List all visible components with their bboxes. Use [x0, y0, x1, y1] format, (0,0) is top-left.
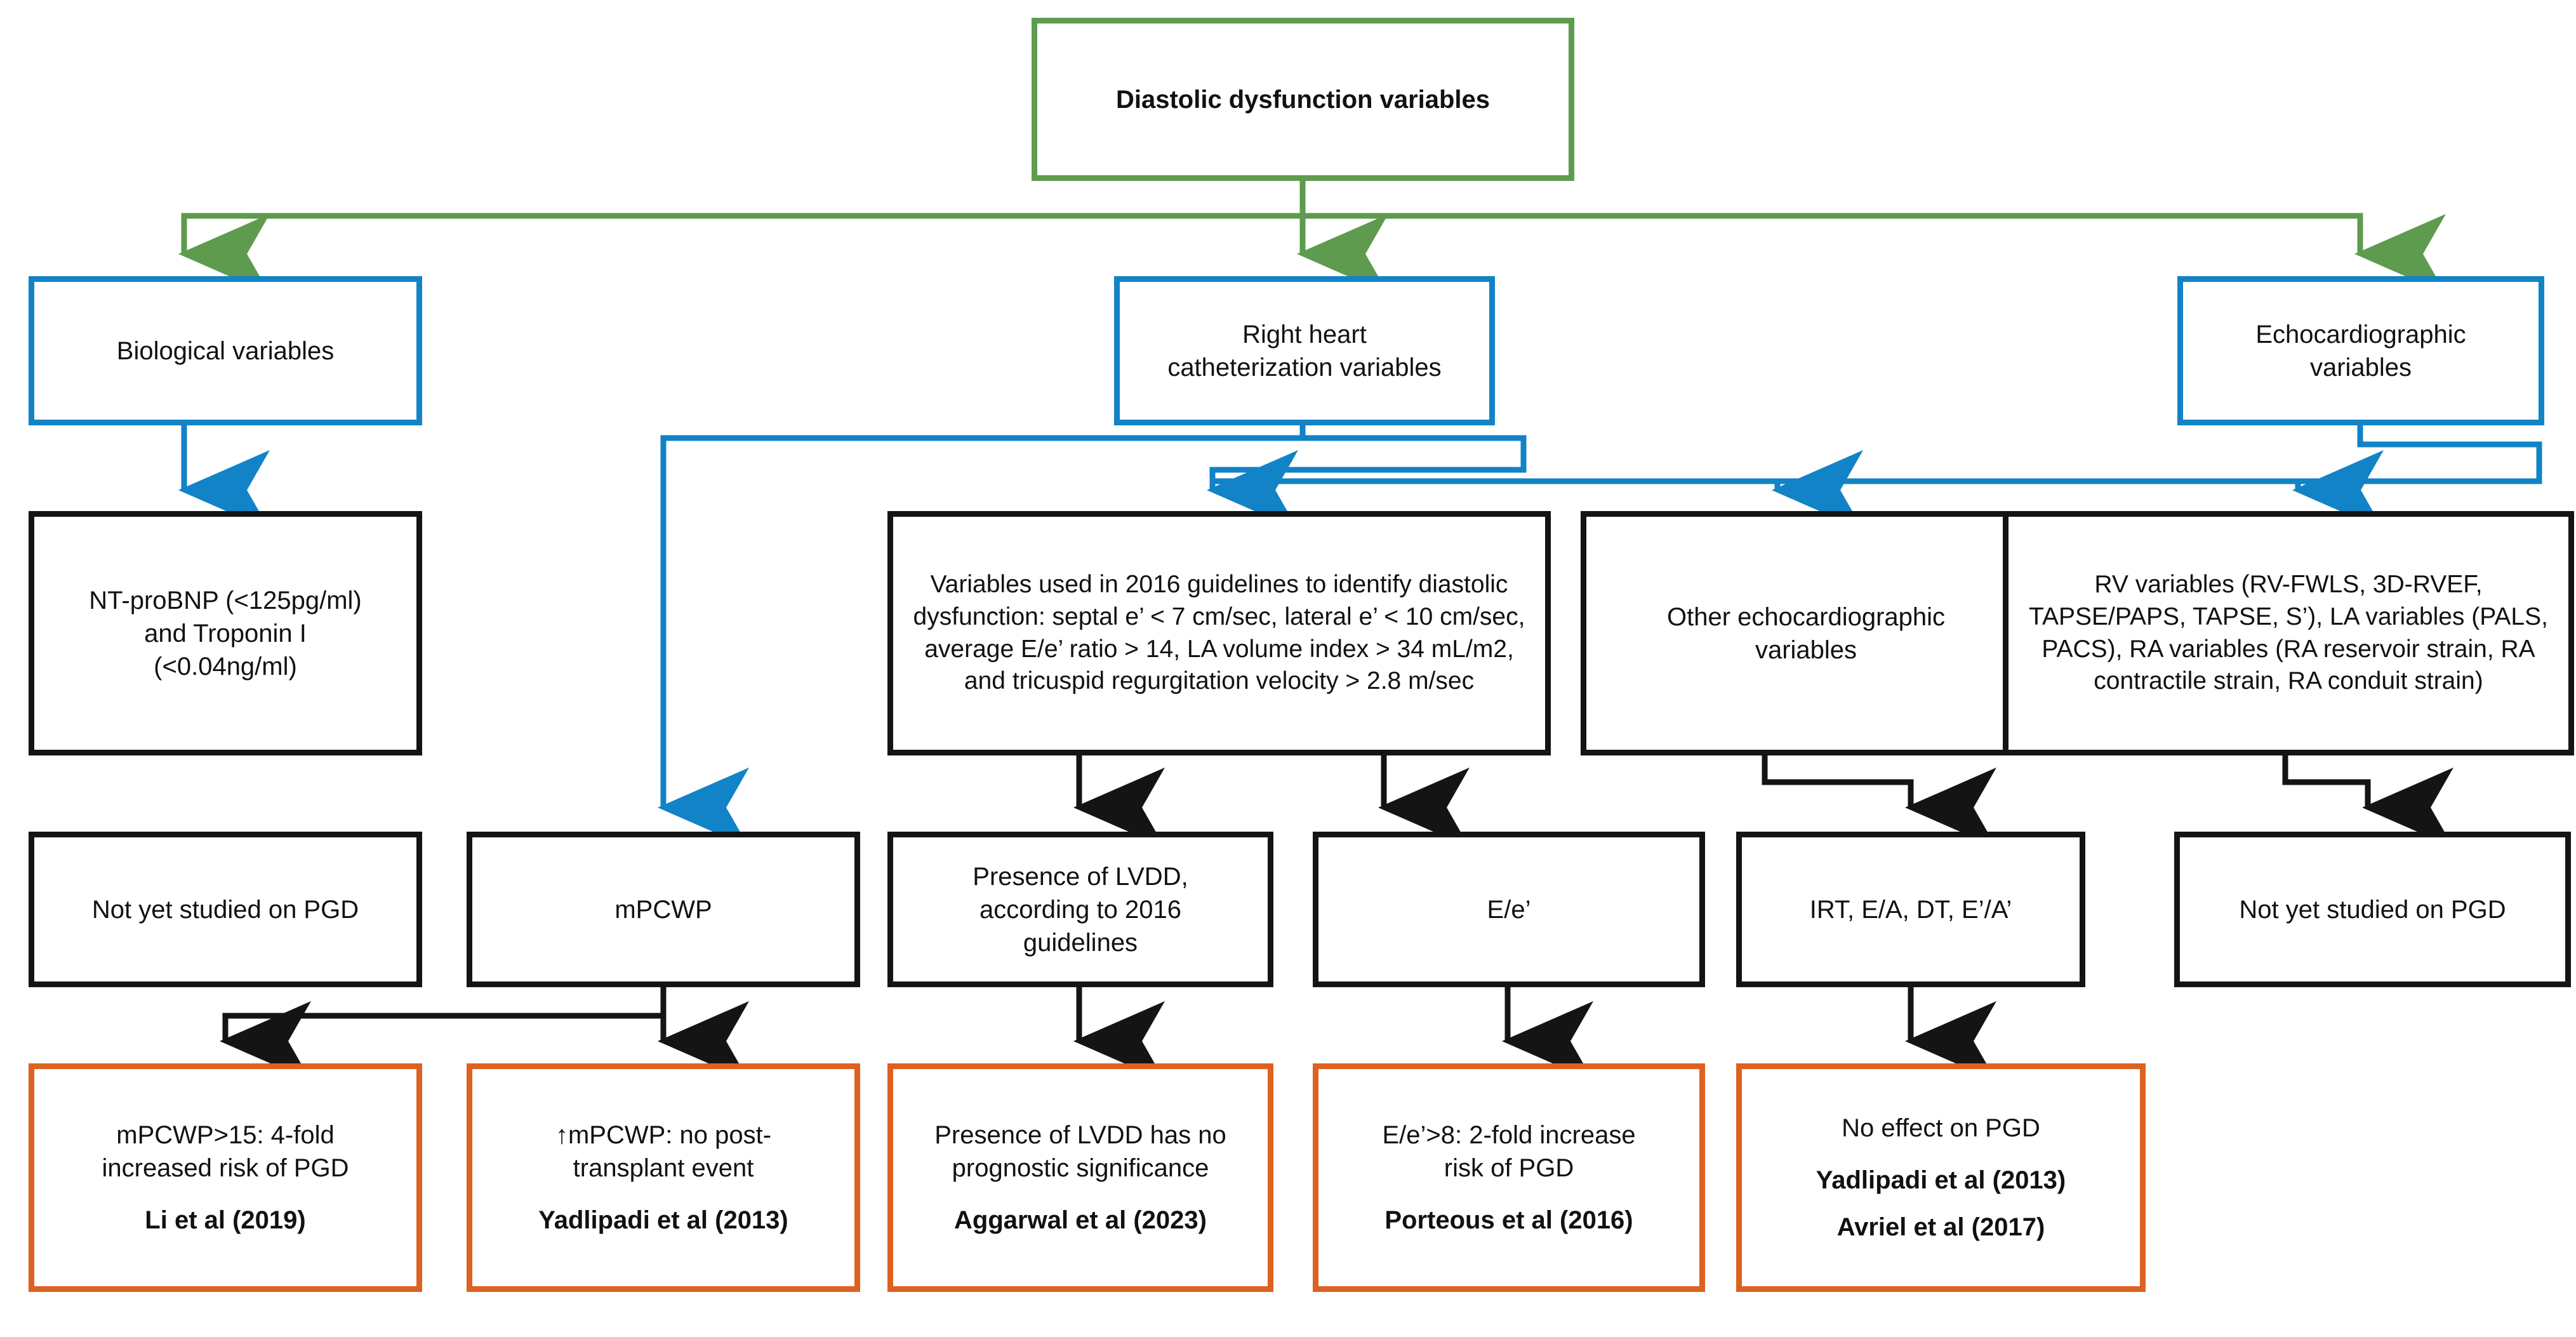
lvdd-line3: guidelines — [1023, 928, 1138, 957]
porteous-2016-content: E/e’>8: 2-fold increase risk of PGD Port… — [1318, 1119, 1699, 1237]
lvdd-line1: Presence of LVDD, — [973, 862, 1188, 891]
yadlipadi-2013-a-reference: Yadlipadi et al (2013) — [538, 1206, 788, 1234]
ntprobnp-line2: and Troponin I — [144, 619, 307, 648]
variable-box-e-over-e[interactable]: E/e’ — [1313, 832, 1705, 987]
variable-box-ntprobnp[interactable]: NT-proBNP (<125pg/ml) and Troponin I (<0… — [29, 511, 422, 755]
evidence-box-li-2019[interactable]: mPCWP>15: 4-fold increased risk of PGD L… — [29, 1063, 422, 1292]
variable-box-not-studied-left[interactable]: Not yet studied on PGD — [29, 832, 422, 987]
guidelines-2016-text: Variables used in 2016 guidelines to ide… — [913, 571, 1525, 695]
mpcwp-label: mPCWP — [614, 895, 712, 924]
aggarwal-2023-content: Presence of LVDD has no prognostic signi… — [893, 1119, 1268, 1237]
root-label: Diastolic dysfunction variables — [1115, 85, 1490, 114]
li-2019-line2: increased risk of PGD — [102, 1154, 349, 1182]
no-effect-content: No effect on PGD Yadlipadi et al (2013) … — [1742, 1112, 2140, 1244]
porteous-2016-line2: risk of PGD — [1444, 1154, 1574, 1182]
li-2019-reference: Li et al (2019) — [145, 1206, 306, 1234]
rhc-line1: Right heart — [1242, 320, 1367, 349]
evidence-box-aggarwal-2023[interactable]: Presence of LVDD has no prognostic signi… — [887, 1063, 1273, 1292]
rv-la-ra-text: RV variables (RV-FWLS, 3D-RVEF, TAPSE/PA… — [2029, 571, 2548, 695]
echo-line2: variables — [2309, 353, 2412, 382]
yadlipadi-2013-a-content: ↑mPCWP: no post- transplant event Yadlip… — [472, 1119, 854, 1237]
irt-ea-dt-label: IRT, E/A, DT, E’/A’ — [1809, 895, 2012, 924]
ntprobnp-label: NT-proBNP (<125pg/ml) and Troponin I (<0… — [34, 584, 416, 683]
variable-box-lvdd-presence[interactable]: Presence of LVDD, according to 2016 guid… — [887, 832, 1273, 987]
variable-box-other-echo[interactable]: Other echocardiographic variables — [1581, 511, 2031, 755]
green-connectors — [178, 181, 2446, 294]
category-box-echo[interactable]: Echocardiographic variables — [2177, 276, 2544, 425]
other-echo-label: Other echocardiographic variables — [1586, 601, 2026, 667]
porteous-2016-line1: E/e’>8: 2-fold increase — [1382, 1121, 1636, 1149]
variable-box-mpcwp[interactable]: mPCWP — [467, 832, 860, 987]
category-box-biological[interactable]: Biological variables — [29, 276, 422, 425]
lvdd-line2: according to 2016 — [979, 895, 1181, 924]
rhc-line2: catheterization variables — [1167, 353, 1442, 382]
lvdd-presence-label: Presence of LVDD, according to 2016 guid… — [893, 860, 1268, 959]
category-box-rhc[interactable]: Right heart catheterization variables — [1114, 276, 1495, 425]
variable-box-guidelines-2016[interactable]: Variables used in 2016 guidelines to ide… — [887, 511, 1551, 755]
aggarwal-2023-line1: Presence of LVDD has no — [934, 1121, 1226, 1149]
root-box[interactable]: Diastolic dysfunction variables — [1032, 18, 1574, 181]
evidence-box-porteous-2016[interactable]: E/e’>8: 2-fold increase risk of PGD Port… — [1313, 1063, 1705, 1292]
yadlipadi-2013-a-line2: transplant event — [573, 1154, 754, 1182]
li-2019-line1: mPCWP>15: 4-fold — [116, 1121, 335, 1149]
category-label-echo: Echocardiographic variables — [2183, 318, 2539, 384]
variable-box-not-studied-right[interactable]: Not yet studied on PGD — [2174, 832, 2571, 987]
black-connectors-r3-r4 — [1073, 755, 2453, 848]
variable-box-irt-ea-dt[interactable]: IRT, E/A, DT, E’/A’ — [1736, 832, 2085, 987]
category-label-rhc: Right heart catheterization variables — [1120, 318, 1489, 384]
no-effect-reference-1: Yadlipadi et al (2013) — [1816, 1166, 2066, 1194]
evidence-box-no-effect[interactable]: No effect on PGD Yadlipadi et al (2013) … — [1736, 1063, 2146, 1292]
echo-line1: Echocardiographic — [2255, 320, 2466, 349]
aggarwal-2023-reference: Aggarwal et al (2023) — [954, 1206, 1207, 1234]
no-effect-line1: No effect on PGD — [1842, 1114, 2040, 1142]
li-2019-content: mPCWP>15: 4-fold increased risk of PGD L… — [34, 1119, 416, 1237]
e-over-e-label: E/e’ — [1487, 895, 1531, 924]
no-effect-reference-2: Avriel et al (2017) — [1836, 1213, 2045, 1241]
ntprobnp-line1: NT-proBNP (<125pg/ml) — [89, 586, 362, 615]
category-label-biological: Biological variables — [116, 336, 335, 365]
yadlipadi-2013-a-line1: ↑mPCWP: no post- — [555, 1121, 772, 1149]
not-studied-right-label: Not yet studied on PGD — [2239, 895, 2506, 924]
other-echo-line2: variables — [1755, 635, 1857, 664]
evidence-box-yadlipadi-2013-a[interactable]: ↑mPCWP: no post- transplant event Yadlip… — [467, 1063, 860, 1292]
ntprobnp-line3: (<0.04ng/ml) — [154, 652, 297, 681]
other-echo-line1: Other echocardiographic — [1666, 602, 1946, 631]
variable-box-rv-la-ra[interactable]: RV variables (RV-FWLS, 3D-RVEF, TAPSE/PA… — [2003, 511, 2574, 755]
aggarwal-2023-line2: prognostic significance — [952, 1154, 1209, 1182]
porteous-2016-reference: Porteous et al (2016) — [1384, 1206, 1633, 1234]
black-connectors-r4-r5 — [220, 987, 1996, 1081]
not-studied-left-label: Not yet studied on PGD — [91, 895, 359, 924]
